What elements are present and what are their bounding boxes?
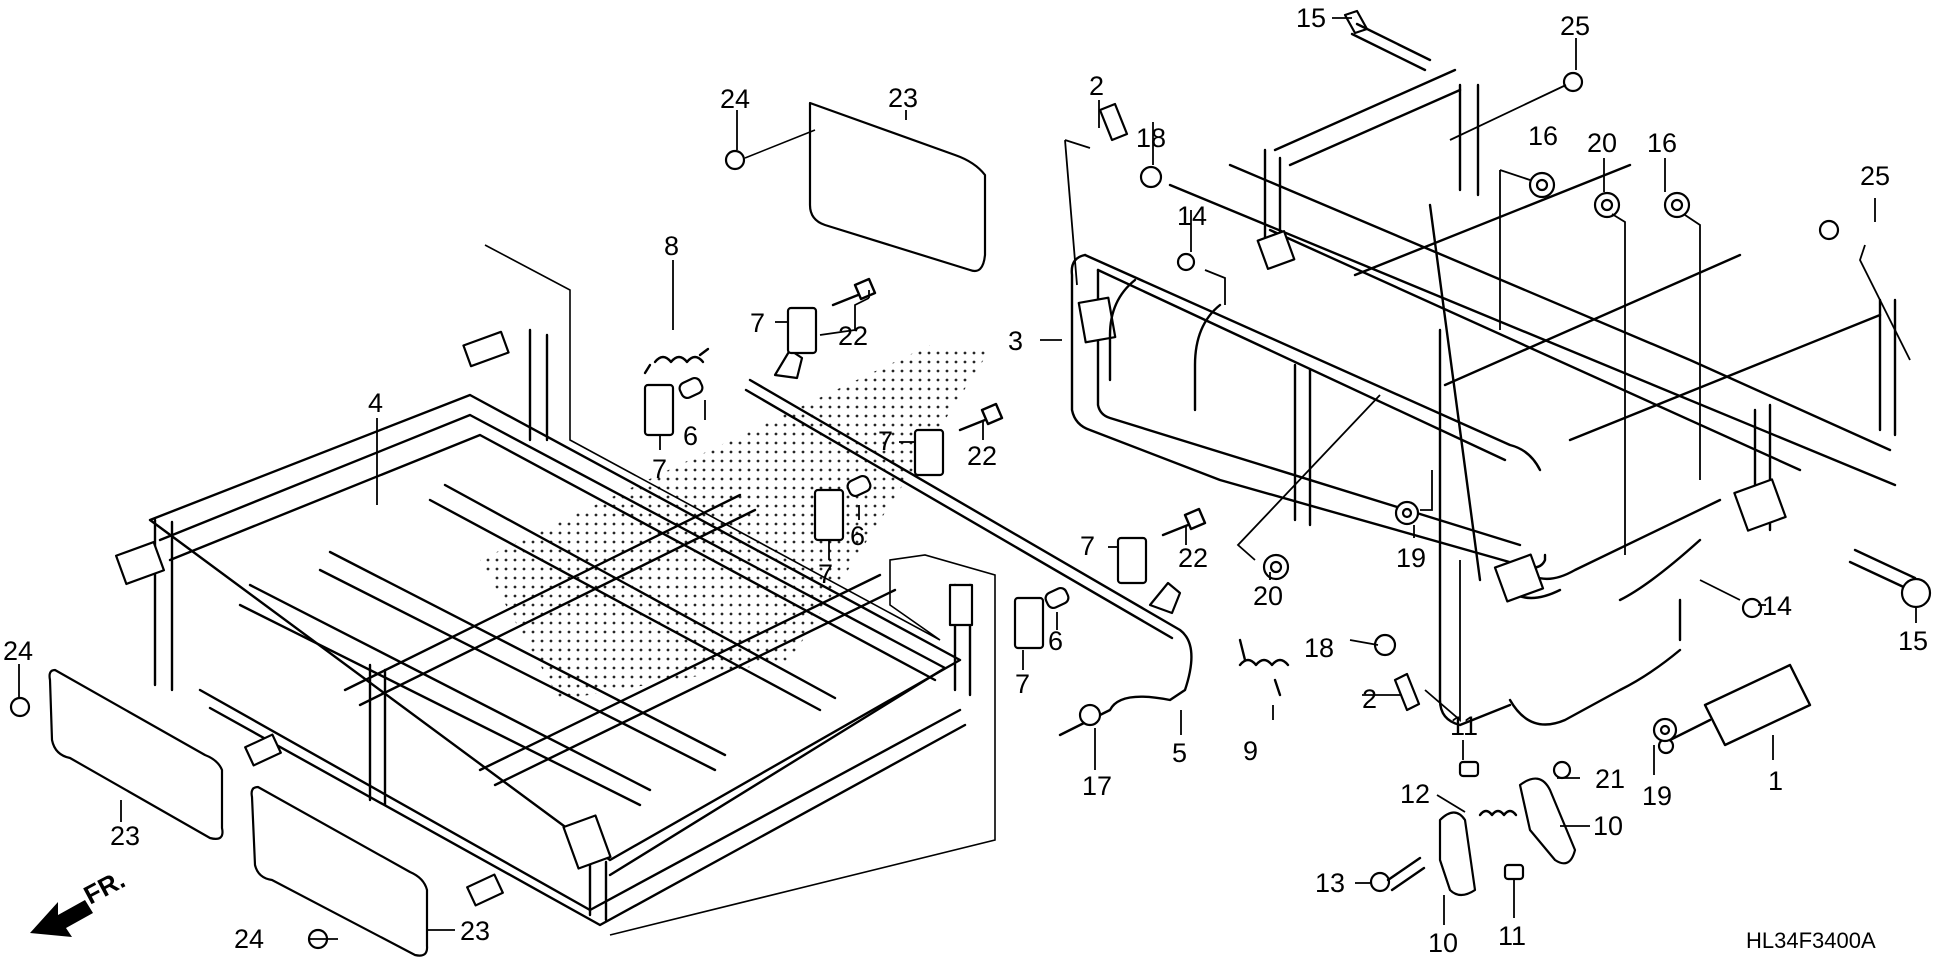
callout-19: 19 — [1396, 543, 1426, 573]
callout-10: 10 — [1593, 811, 1623, 841]
bed-frame-right — [1070, 68, 1897, 727]
bed-frame-left — [114, 328, 974, 927]
callout-23: 23 — [110, 821, 140, 851]
bolts-right — [1098, 71, 1840, 712]
front-arrow-icon — [30, 900, 93, 937]
callout-7: 7 — [878, 426, 893, 456]
callout-11: 11 — [1450, 711, 1478, 741]
callout-2: 2 — [1089, 71, 1104, 101]
callout-16: 16 — [1647, 128, 1677, 158]
callout-23: 23 — [888, 83, 918, 113]
catalog-code: HL34F3400A — [1746, 928, 1876, 953]
latch-plates-10 — [1438, 777, 1577, 897]
bushing-6 — [678, 376, 1070, 610]
callout-18: 18 — [1136, 123, 1166, 153]
callout-22: 22 — [967, 441, 997, 471]
callout-10: 10 — [1428, 928, 1458, 958]
front-direction-indicator: FR. — [30, 864, 130, 937]
callout-7: 7 — [750, 308, 765, 338]
callout-7: 7 — [818, 559, 833, 589]
spring-12 — [1478, 809, 1518, 817]
callout-7: 7 — [1015, 669, 1030, 699]
callout-7: 7 — [1080, 531, 1095, 561]
callout-14: 14 — [1762, 591, 1792, 621]
pin-15-top — [1343, 9, 1432, 72]
leader-lines — [18, 17, 1917, 940]
callout-15: 15 — [1898, 626, 1928, 656]
panel-bottom-middle — [250, 785, 429, 957]
callout-15: 15 — [1296, 3, 1326, 33]
callout-12: 12 — [1400, 779, 1430, 809]
callout-1: 1 — [1768, 766, 1783, 796]
callout-2: 2 — [1362, 684, 1377, 714]
callout-6: 6 — [683, 421, 698, 451]
callout-5: 5 — [1172, 738, 1187, 768]
nuts — [1078, 171, 1691, 881]
callout-17: 17 — [1082, 771, 1112, 801]
spring-9 — [1238, 638, 1290, 697]
callout-14: 14 — [1177, 201, 1207, 231]
clamp-blocks-7 — [643, 306, 1148, 650]
callout-18: 18 — [1304, 633, 1334, 663]
callout-24: 24 — [234, 924, 264, 954]
callout-21: 21 — [1595, 764, 1625, 794]
pin-15-right — [1848, 548, 1932, 609]
callout-8: 8 — [664, 231, 679, 261]
gas-strut-1 — [1657, 663, 1812, 755]
stipple-shading — [480, 345, 990, 700]
callouts: 1 2 2 3 4 5 6 6 6 7 7 7 7 7 7 7 8 9 10 1… — [3, 3, 1928, 958]
panel-top — [724, 101, 987, 273]
callout-3: 3 — [1008, 326, 1023, 356]
spring-8 — [643, 347, 710, 375]
callout-6: 6 — [1048, 626, 1063, 656]
callout-16: 16 — [1528, 121, 1558, 151]
callout-7: 7 — [652, 454, 667, 484]
latch-rod — [744, 348, 1193, 737]
pin-13 — [1369, 856, 1426, 893]
callout-23: 23 — [460, 916, 490, 946]
panel-bottom-left — [9, 668, 224, 840]
callout-19: 19 — [1642, 781, 1672, 811]
bolts-22 — [831, 277, 1207, 537]
callout-24: 24 — [720, 84, 750, 114]
callout-25: 25 — [1860, 161, 1890, 191]
callout-9: 9 — [1243, 736, 1258, 766]
callout-22: 22 — [838, 321, 868, 351]
callout-22: 22 — [1178, 543, 1208, 573]
callout-4: 4 — [368, 388, 383, 418]
callout-6: 6 — [850, 521, 865, 551]
callout-20: 20 — [1253, 581, 1283, 611]
callout-20: 20 — [1587, 128, 1617, 158]
callout-25: 25 — [1560, 11, 1590, 41]
callout-24: 24 — [3, 636, 33, 666]
callout-11: 11 — [1498, 921, 1526, 951]
callout-13: 13 — [1315, 868, 1345, 898]
